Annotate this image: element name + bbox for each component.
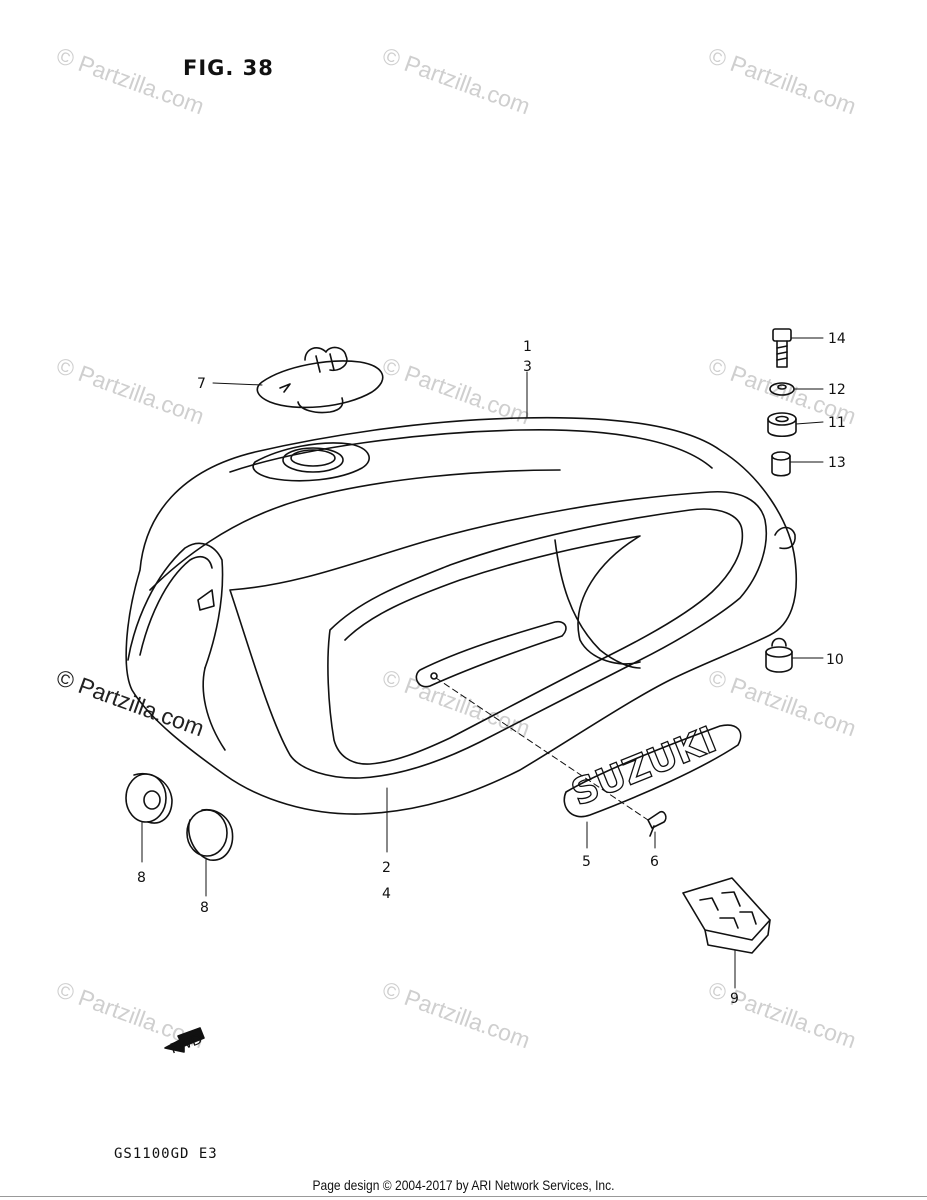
figure-title: FIG. 38 <box>183 56 274 80</box>
washer-12 <box>769 382 795 396</box>
cushion-11 <box>767 412 797 438</box>
callout-13: 13 <box>828 455 846 471</box>
footer-divider <box>0 1196 927 1197</box>
callout-5: 5 <box>582 854 591 870</box>
rubber-9 <box>682 877 771 954</box>
fwd-label: FWD <box>168 1031 204 1057</box>
cushion-8-left <box>125 773 173 824</box>
callout-7: 7 <box>197 376 206 392</box>
callout-9: 9 <box>730 991 739 1007</box>
screw-6 <box>647 810 667 837</box>
model-code: GS1100GD E3 <box>114 1146 218 1162</box>
callout-2: 2 <box>382 860 391 876</box>
fwd-arrow-icon <box>164 1027 205 1053</box>
bolt-14 <box>772 328 792 368</box>
callout-10: 10 <box>826 652 844 668</box>
callout-4: 4 <box>382 886 391 902</box>
emblem-5 <box>563 724 742 818</box>
callout-12: 12 <box>828 382 846 398</box>
callout-8-left: 8 <box>137 870 146 886</box>
collar-13 <box>771 451 791 477</box>
fuel-cap <box>256 346 384 414</box>
leader-lines <box>141 337 824 989</box>
callout-1: 1 <box>523 339 532 355</box>
cushion-10 <box>765 637 793 673</box>
fuel-tank <box>125 416 798 815</box>
callout-3: 3 <box>523 359 532 375</box>
callout-11: 11 <box>828 415 846 431</box>
footer-copyright: Page design © 2004-2017 by ARI Network S… <box>312 1177 615 1193</box>
callout-6: 6 <box>650 854 659 870</box>
cushion-8-right <box>186 808 234 861</box>
tank-brand-text: SUZUKI <box>566 719 722 814</box>
callout-14: 14 <box>828 331 846 347</box>
callout-8-right: 8 <box>200 900 209 916</box>
